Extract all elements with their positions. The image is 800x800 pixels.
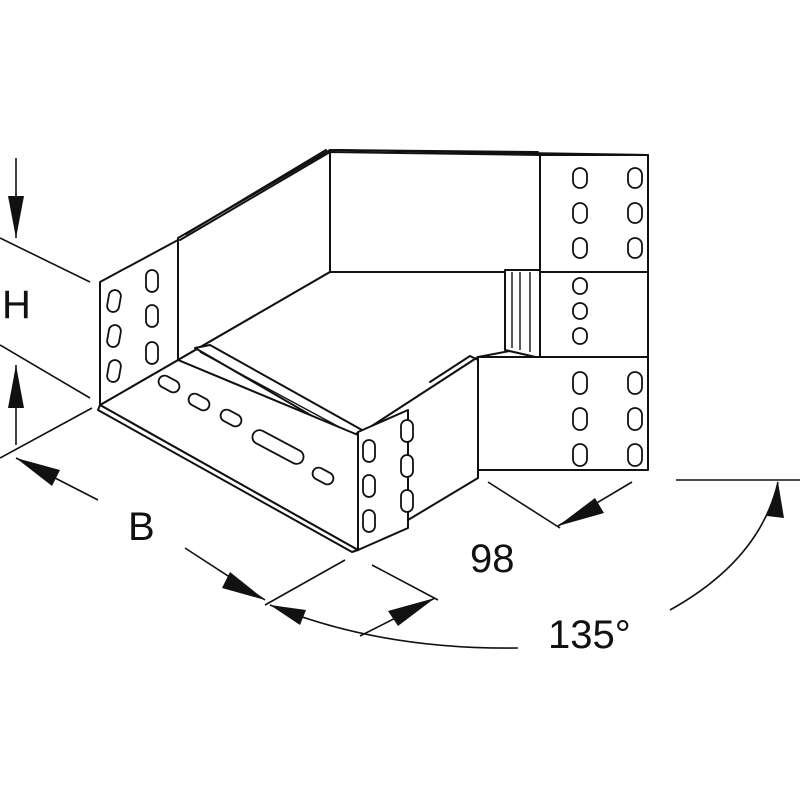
bolt-hole — [572, 407, 588, 431]
dimension-width: B — [0, 407, 346, 606]
right-middle-strip — [539, 271, 649, 359]
height-label: H — [2, 283, 31, 327]
arrow-right-icon — [222, 572, 265, 600]
length-label: 98 — [470, 537, 515, 581]
bolt-hole — [627, 371, 643, 395]
angle-label: 135° — [548, 613, 631, 657]
floor-slots — [157, 374, 335, 486]
cable-tray-bend — [97, 149, 649, 553]
back-left-rim-inner — [185, 149, 327, 235]
bolt-hole — [572, 167, 588, 189]
right-end-flange-lower — [477, 356, 649, 471]
bolt-hole — [627, 407, 643, 431]
left-end-flange — [99, 239, 179, 406]
front-right-rim — [429, 355, 479, 383]
bolt-hole — [572, 443, 588, 467]
dimension-height: H — [0, 158, 91, 445]
arrow-down-left-icon — [558, 498, 604, 526]
front-right-end-flange — [357, 409, 414, 551]
arrow-down-icon — [8, 196, 24, 238]
bolt-hole — [572, 371, 588, 395]
bolt-hole — [627, 443, 643, 467]
dimension-length: 98 — [359, 481, 633, 637]
back-connector-plate — [504, 269, 541, 359]
back-right-rim-inner — [334, 149, 539, 153]
bolt-hole — [572, 202, 588, 224]
arrow-left-icon — [270, 605, 306, 625]
bolt-hole — [627, 167, 643, 189]
back-left-rim — [179, 151, 541, 241]
width-label: B — [128, 505, 155, 549]
bolt-hole — [627, 202, 643, 224]
dimension-angle: 135° — [269, 479, 800, 657]
arrow-up-icon — [8, 365, 24, 408]
arrow-up-right-icon — [388, 598, 435, 626]
right-end-flange-upper — [539, 154, 649, 273]
bolt-hole — [572, 237, 588, 259]
arrow-left-icon — [16, 458, 60, 486]
arrow-up-icon — [767, 482, 784, 518]
bolt-hole — [627, 237, 643, 259]
